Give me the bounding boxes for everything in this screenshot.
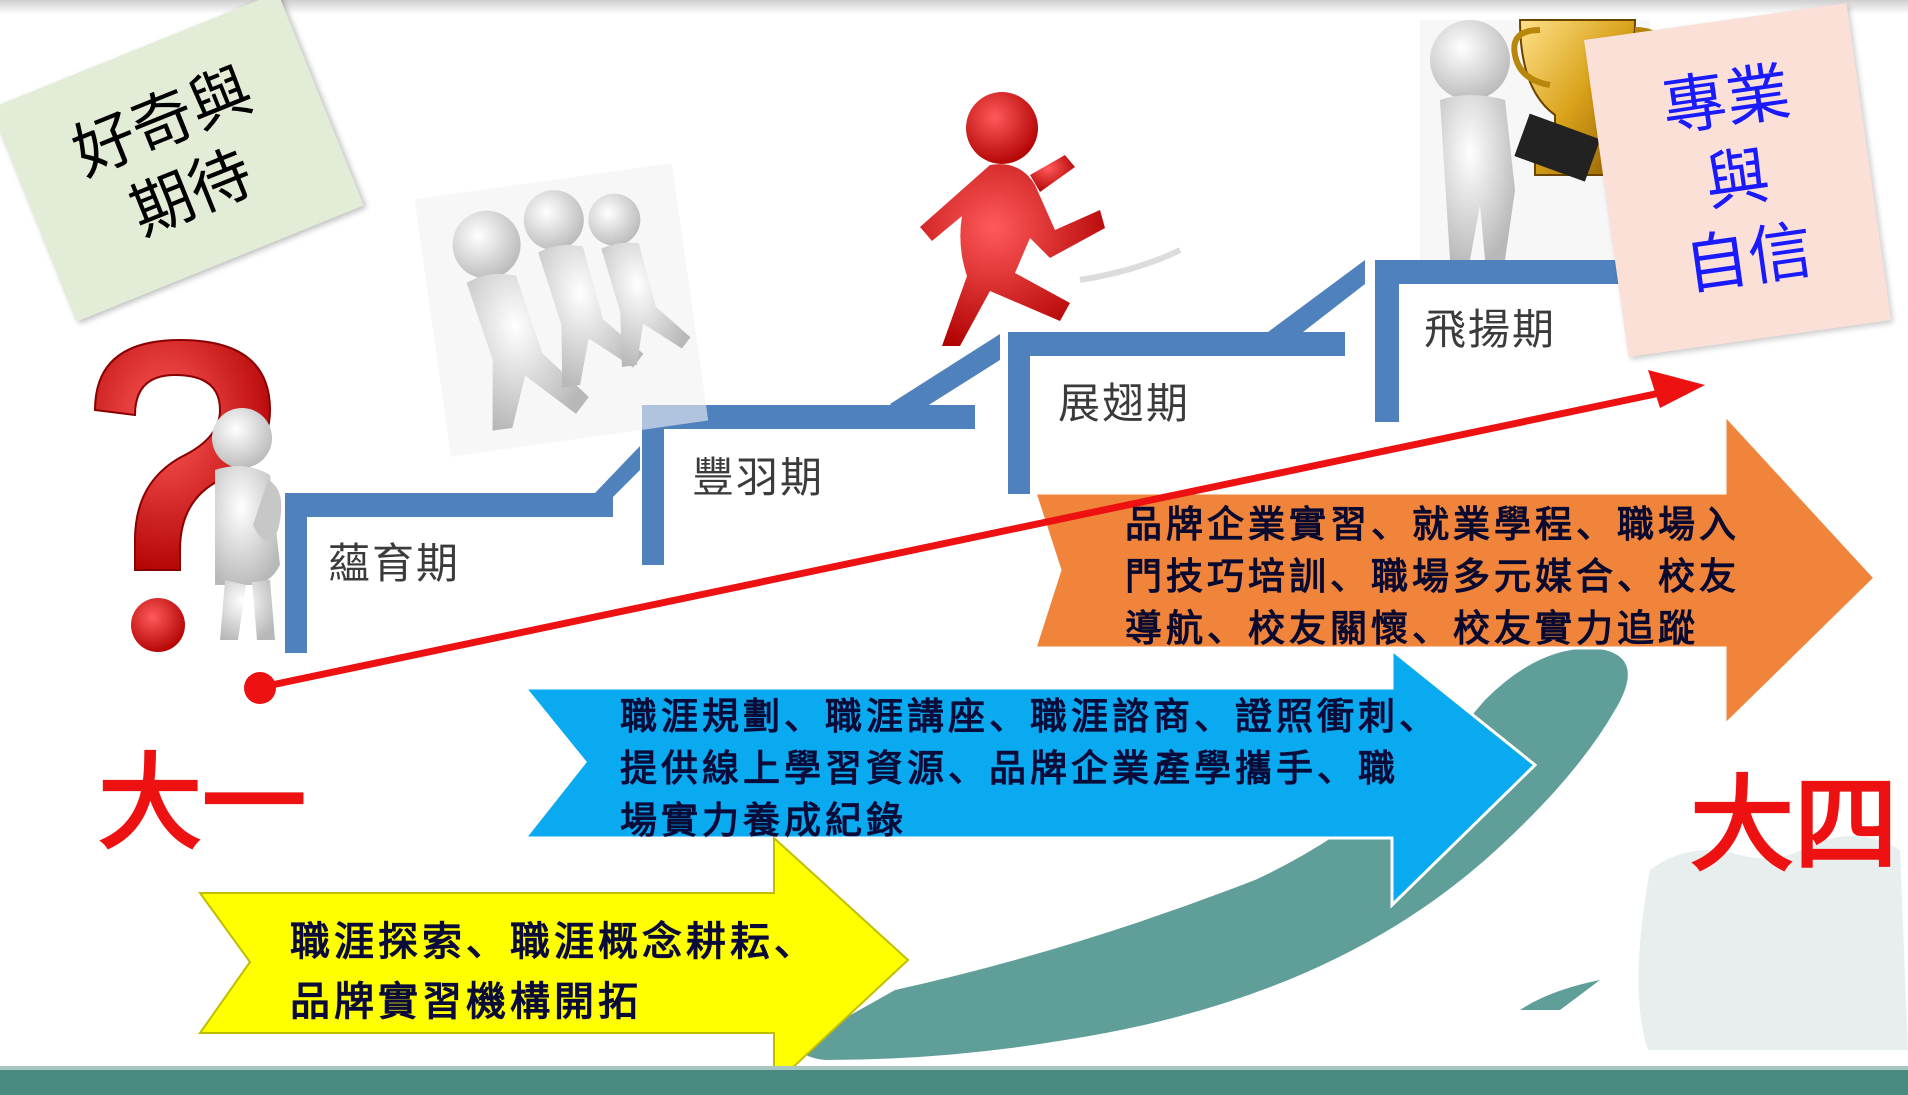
stair-step-4 bbox=[1375, 260, 1640, 422]
stage-label-3: 展翅期 bbox=[1058, 379, 1191, 428]
orange-arrow bbox=[1032, 411, 1878, 729]
blue-arrow bbox=[521, 646, 1538, 909]
running-group-figures bbox=[414, 163, 709, 457]
question-mark-figure bbox=[93, 338, 282, 652]
progress-line bbox=[244, 370, 1705, 704]
stage-label-4: 飛揚期 bbox=[1424, 305, 1557, 354]
year-label-end: 大四 bbox=[1690, 764, 1899, 886]
progress-arrowhead bbox=[1648, 370, 1705, 408]
stair-step-3 bbox=[1008, 260, 1365, 494]
world-map-watermark bbox=[1638, 836, 1908, 1050]
stage-label-2: 豐羽期 bbox=[692, 453, 825, 502]
teal-swoosh bbox=[802, 648, 1628, 1060]
footer-highlight bbox=[0, 1066, 1908, 1070]
confidence-note-line-3: 自信 bbox=[1680, 213, 1818, 305]
question-mark-dot bbox=[131, 598, 185, 652]
confidence-note-line-2: 與 bbox=[1700, 138, 1775, 222]
orange-arrow-text: 品牌企業實習、就業學程、職場入 門技巧培訓、職場多元媒合、校友 導航、校友關懷、… bbox=[1125, 502, 1740, 650]
confidence-note: 專業 與 自信 bbox=[1584, 3, 1891, 357]
stair-step-1 bbox=[285, 446, 640, 653]
top-fade-band bbox=[0, 0, 1908, 14]
confidence-note-line-1: 專業 bbox=[1657, 55, 1795, 147]
year-label-start: 大一 bbox=[98, 742, 307, 864]
footer-band bbox=[0, 1069, 1908, 1095]
red-question-mark bbox=[93, 338, 272, 571]
blue-arrow-text: 職涯規劃、職涯講座、職涯諮商、證照衝刺、 提供線上學習資源、品牌企業產學攜手、職… bbox=[620, 694, 1440, 842]
progress-start-dot bbox=[244, 672, 276, 704]
yellow-arrow-text: 職涯探索、職涯概念耕耘、 品牌實習機構開拓 bbox=[290, 918, 818, 1025]
red-running-figure bbox=[920, 92, 1182, 346]
stage-label-1: 蘊育期 bbox=[328, 539, 461, 588]
